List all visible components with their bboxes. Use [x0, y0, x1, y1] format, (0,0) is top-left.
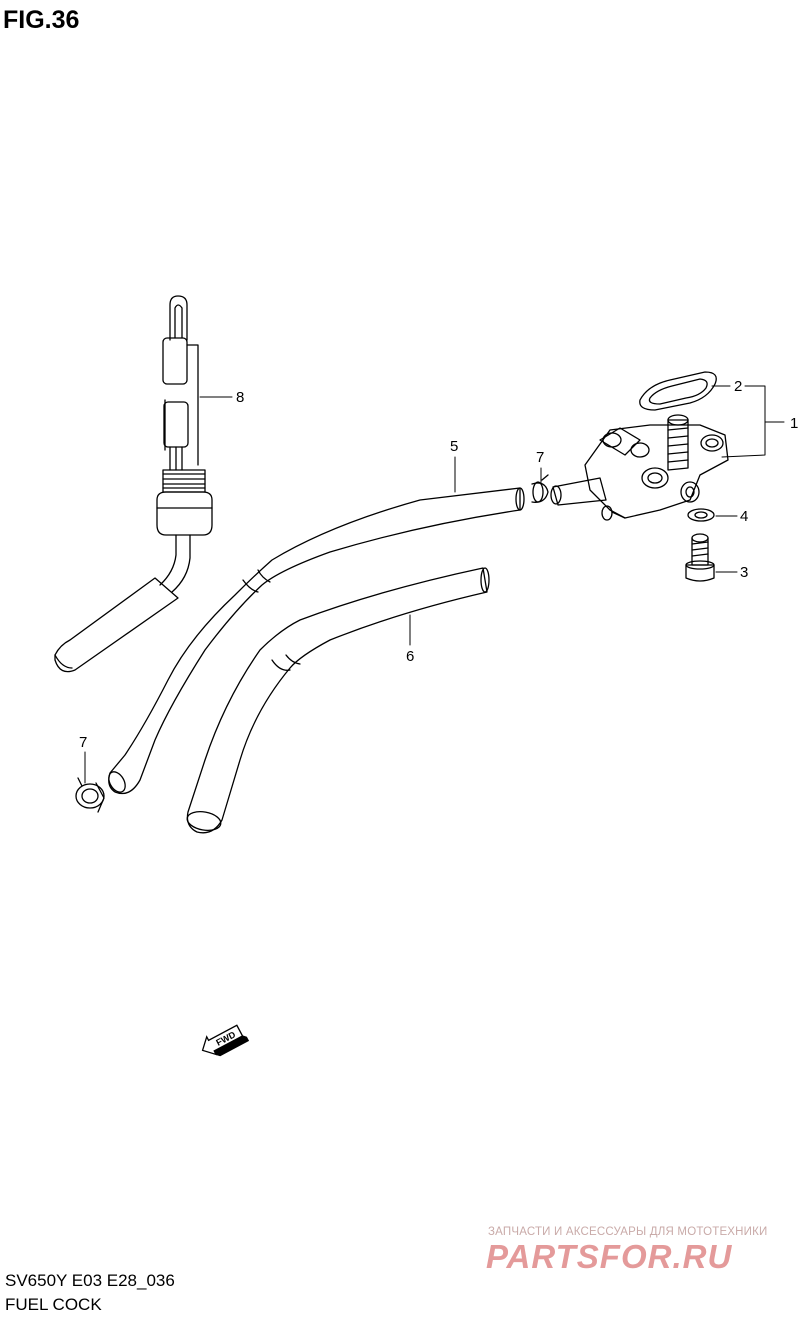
callout-1: 1: [790, 415, 798, 432]
callout-6: 6: [406, 648, 414, 665]
fuel-hose-6: [186, 567, 490, 834]
fuel-hose-5: [108, 487, 525, 795]
hose-clip-lower: [75, 777, 105, 813]
gasket-2: [639, 371, 717, 411]
fuel-cock-body: [550, 414, 729, 521]
model-code: SV650Y E03 E28_036: [5, 1271, 175, 1290]
callout-8: 8: [236, 389, 244, 406]
fuel-sender-unit: [54, 295, 213, 673]
leader-lines: [84, 385, 785, 784]
fwd-arrow-icon: FWD: [201, 1024, 250, 1057]
callout-7-upper: 7: [536, 449, 544, 466]
callout-2: 2: [734, 378, 742, 395]
watermark-tagline: ЗАПЧАСТИ И АКСЕССУАРЫ ДЛЯ МОТОТЕХНИКИ: [488, 1226, 768, 1238]
bolt-3: [685, 533, 715, 582]
callout-4: 4: [740, 508, 748, 525]
callout-5: 5: [450, 438, 458, 455]
hose-clip-upper: [531, 474, 549, 503]
watermark-logo: PARTSFOR.RU: [486, 1238, 733, 1275]
figure-title: FIG.36: [3, 6, 80, 34]
callout-7-lower: 7: [79, 734, 87, 751]
part-group-name: FUEL COCK: [5, 1295, 102, 1314]
washer-4: [687, 508, 715, 522]
callout-3: 3: [740, 564, 748, 581]
